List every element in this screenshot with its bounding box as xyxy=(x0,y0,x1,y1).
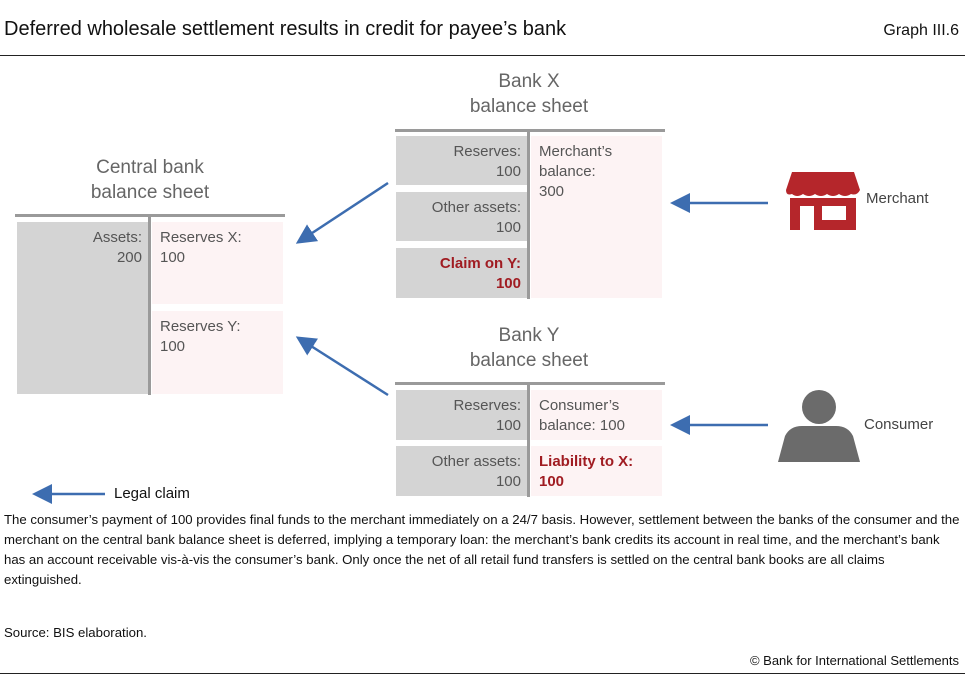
legend-legal-claim: Legal claim xyxy=(114,485,190,502)
footnote: The consumer’s payment of 100 provides f… xyxy=(4,512,960,587)
cell-value: 200 xyxy=(116,249,142,266)
bank-x-top-line xyxy=(395,129,665,132)
bank-y-top-line xyxy=(395,382,665,385)
cell-value: 100 xyxy=(539,473,565,490)
title-line: Bank Y xyxy=(498,325,560,346)
title-line: balance sheet xyxy=(469,96,589,117)
central-bank-divider xyxy=(148,214,151,395)
cell-label: Reserves: xyxy=(453,397,521,414)
bank-x-reserves: Reserves: 100 xyxy=(396,136,527,185)
bank-x-merchant-balance: Merchant’s balance: 300 xyxy=(531,136,662,298)
title-line: balance sheet xyxy=(469,350,589,371)
cell-label: balance: xyxy=(539,163,596,180)
cell-label: Other assets: xyxy=(431,453,521,470)
cell-label: Assets: xyxy=(92,229,142,246)
central-bank-assets: Assets: 200 xyxy=(17,222,148,394)
title-line: Central bank xyxy=(96,157,204,178)
cell-value: 100 xyxy=(495,417,521,434)
bank-x-divider xyxy=(527,129,530,299)
bank-x-claim-on-y: Claim on Y: 100 xyxy=(396,248,527,298)
cell-label: Reserves X: xyxy=(160,229,242,246)
cell-value: 100 xyxy=(495,275,521,292)
title-line: Bank X xyxy=(498,71,560,92)
source-note: Source: BIS elaboration. xyxy=(4,625,147,640)
bank-y-other-assets: Other assets: 100 xyxy=(396,446,527,496)
consumer-label: Consumer xyxy=(864,416,934,433)
copyright: © Bank for International Settlements xyxy=(749,653,959,668)
footer-divider xyxy=(0,673,965,674)
bank-y-consumer-balance: Consumer’s balance: 100 xyxy=(531,390,662,440)
bank-y-divider xyxy=(527,382,530,497)
arrow-bank-x-to-central xyxy=(295,181,389,244)
cell-value: 100 xyxy=(495,163,521,180)
cell-value: 100 xyxy=(160,338,186,355)
header-divider xyxy=(0,55,965,56)
bank-y-title: Bank Y balance sheet xyxy=(394,323,664,373)
central-bank-reserves-x: Reserves X: 100 xyxy=(152,222,283,304)
cell-label: Other assets: xyxy=(431,199,521,216)
central-bank-reserves-y: Reserves Y: 100 xyxy=(152,311,283,394)
cell-label: Reserves Y: xyxy=(160,318,241,335)
cell-value: 100 xyxy=(160,249,186,266)
cell-label: Reserves: xyxy=(453,143,521,160)
store-icon xyxy=(786,172,860,230)
cell-label: Merchant’s xyxy=(539,143,613,160)
cell-label: Liability to X: xyxy=(539,453,634,470)
cell-label: balance: 100 xyxy=(539,417,625,434)
title-line: balance sheet xyxy=(90,182,210,203)
bank-y-liability-to-x: Liability to X: 100 xyxy=(531,446,662,496)
cell-label: Claim on Y: xyxy=(439,255,521,272)
person-icon xyxy=(778,390,860,462)
cell-label: Consumer’s xyxy=(539,397,620,414)
arrow-bank-y-to-central xyxy=(295,336,389,397)
graph-id: Graph III.6 xyxy=(883,22,959,39)
central-bank-title: Central bank balance sheet xyxy=(15,155,285,205)
cell-value: 100 xyxy=(495,473,521,490)
cell-value: 100 xyxy=(495,219,521,236)
bank-x-title: Bank X balance sheet xyxy=(394,69,664,119)
merchant-label: Merchant xyxy=(866,190,929,207)
graph-title: Deferred wholesale settlement results in… xyxy=(4,18,567,40)
bank-x-other-assets: Other assets: 100 xyxy=(396,192,527,241)
bank-y-reserves: Reserves: 100 xyxy=(396,390,527,440)
cell-value: 300 xyxy=(539,183,565,200)
